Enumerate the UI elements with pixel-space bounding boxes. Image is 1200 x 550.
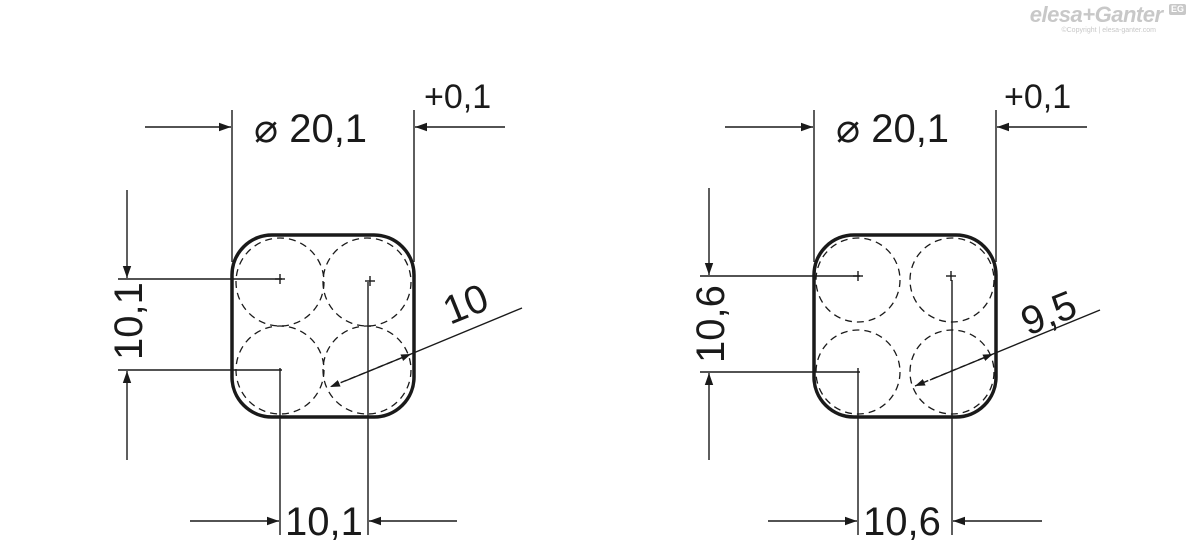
radius-arrow-right-b bbox=[929, 353, 994, 381]
tolerance-label-left: +0,1 bbox=[424, 78, 491, 116]
vertical-pitch-label-right: 10,6 bbox=[689, 285, 733, 363]
hole-circle bbox=[235, 237, 325, 327]
horizontal-dimension-right bbox=[857, 280, 953, 535]
center-marks-left bbox=[275, 274, 375, 286]
center-marks-right bbox=[853, 271, 956, 281]
drawing-right: ⌀ 20,1 +0,1 10,6 10,6 9,5 bbox=[689, 78, 1101, 544]
horizontal-pitch-label-right: 10,6 bbox=[863, 500, 941, 544]
radius-leader-left bbox=[410, 307, 523, 355]
tolerance-label-right: +0,1 bbox=[1004, 78, 1071, 116]
diameter-extension-lines-left bbox=[231, 110, 415, 262]
radius-leader-right bbox=[992, 309, 1101, 355]
profile-outline-left bbox=[230, 233, 416, 419]
profile-outline-right bbox=[812, 233, 998, 419]
brand-name: elesa+Ganter bbox=[1029, 2, 1163, 27]
hole-circle bbox=[815, 237, 901, 323]
radius-label-left: 10 bbox=[437, 276, 495, 333]
hole-circle bbox=[322, 237, 412, 327]
radius-arrow-left-b bbox=[344, 353, 412, 382]
diameter-label-right: ⌀ 20,1 bbox=[836, 107, 949, 151]
radius-label-right: 9,5 bbox=[1015, 283, 1083, 345]
brand-badge: EG bbox=[1168, 4, 1186, 15]
drawing-left: ⌀ 20,1 +0,1 10,1 10,1 10 bbox=[107, 78, 523, 544]
hole-circles-right bbox=[815, 237, 995, 415]
horizontal-pitch-label-left: 10,1 bbox=[285, 500, 363, 544]
diameter-extension-lines-right bbox=[813, 110, 997, 262]
copyright-note: ©Copyright | elesa-ganter.com bbox=[1061, 27, 1156, 34]
horizontal-dimension-left bbox=[279, 282, 369, 535]
hole-circle bbox=[322, 325, 412, 415]
vertical-pitch-label-left: 10,1 bbox=[107, 282, 151, 360]
brand-logo: elesa+Ganter EG ©Copyright | elesa-gante… bbox=[1030, 4, 1186, 34]
vertical-dimension-right bbox=[700, 275, 860, 373]
vertical-dimension-left bbox=[118, 278, 282, 371]
diameter-label-left: ⌀ 20,1 bbox=[254, 107, 367, 151]
hole-circles-left bbox=[235, 237, 412, 415]
